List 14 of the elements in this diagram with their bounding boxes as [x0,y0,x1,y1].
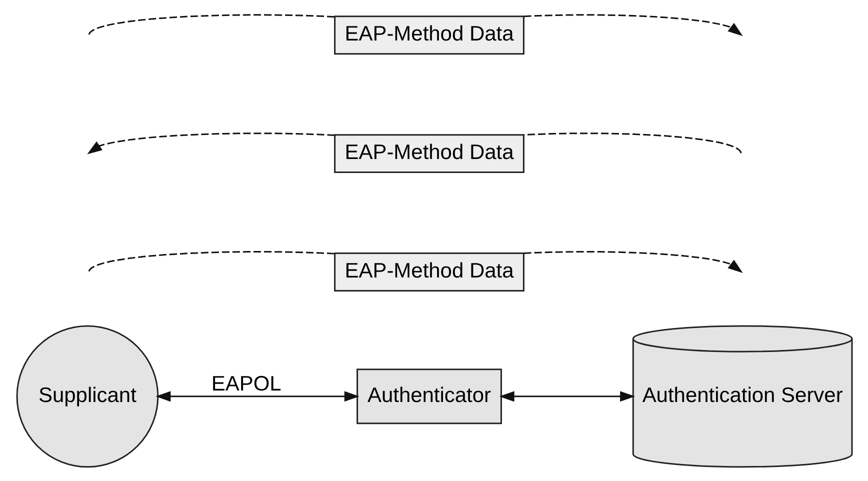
connector [88,14,334,35]
arrow [523,251,742,273]
node-box: EAP-Method Data [334,252,524,292]
connector [523,132,742,154]
node-box: EAP-Method Data [334,134,524,174]
node-circle: Supplicant [16,325,158,468]
edge-label: EAPOL [210,372,281,396]
arrow [155,391,359,402]
node-box: EAP-Method Data [334,16,524,55]
arrow [498,391,635,402]
arrow [523,14,742,36]
arrow [86,132,334,154]
connector [88,251,334,272]
node-box: Authenticator [356,368,502,424]
